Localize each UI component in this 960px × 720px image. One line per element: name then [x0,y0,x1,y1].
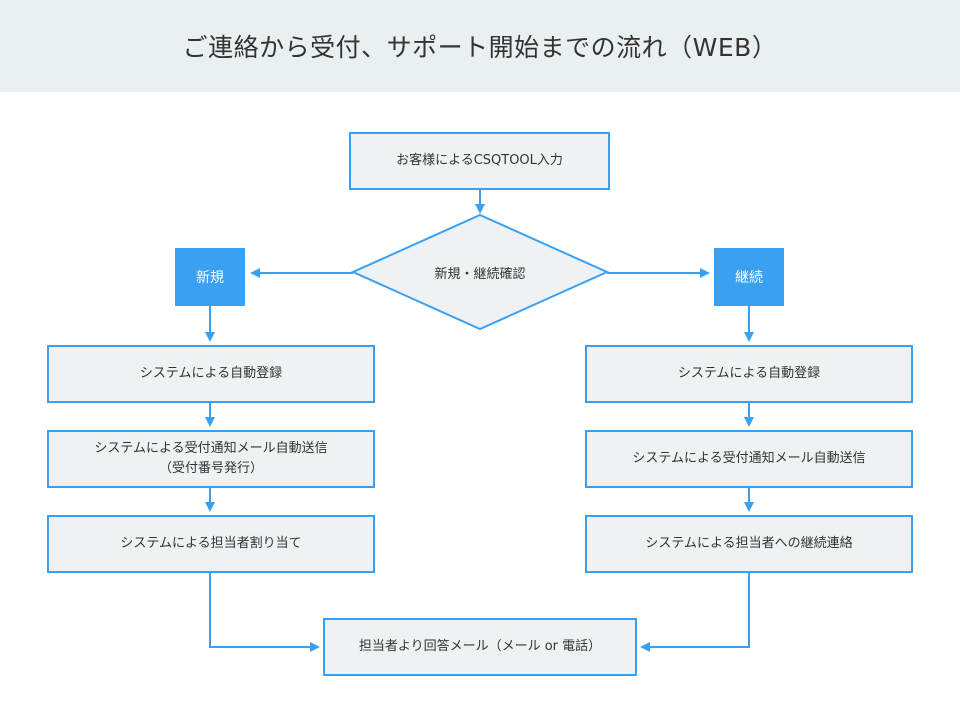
continue-register-box: システムによる自動登録 [585,345,913,403]
page-title: ご連絡から受付、サポート開始までの流れ（WEB） [182,33,778,62]
continue-mail-box: システムによる受付通知メール自動送信 [585,430,913,488]
new-mail-label-line1: システムによる受付通知メール自動送信 [94,441,328,456]
continue-mail-label: システムによる受付通知メール自動送信 [632,451,866,466]
end-step-label: 担当者より回答メール（メール or 電話） [358,639,602,654]
decision-label-wrap: 新規・継続確認 [380,260,580,284]
start-step-box: お客様によるCSQTOOL入力 [349,132,610,190]
header-bar: ご連絡から受付、サポート開始までの流れ（WEB） [0,0,960,92]
arrow-left-to-end [209,573,320,652]
branch-new-tag: 新規 [175,248,245,306]
new-mail-box: システムによる受付通知メール自動送信 （受付番号発行） [47,430,375,488]
new-assign-label: システムによる担当者割り当て [120,536,302,551]
new-assign-box: システムによる担当者割り当て [47,515,375,573]
start-step-label: お客様によるCSQTOOL入力 [396,153,563,168]
branch-new-label: 新規 [196,270,224,286]
decision-diamond [350,213,610,331]
continue-register-label: システムによる自動登録 [677,366,821,381]
branch-continue-label: 継続 [735,270,763,286]
new-register-box: システムによる自動登録 [47,345,375,403]
continue-contact-label: システムによる担当者への継続連絡 [645,536,853,551]
continue-contact-box: システムによる担当者への継続連絡 [585,515,913,573]
new-register-label: システムによる自動登録 [139,366,283,381]
end-step-box: 担当者より回答メール（メール or 電話） [323,618,637,676]
new-mail-label-line2: （受付番号発行） [158,461,263,476]
arrow-right-to-end [640,573,750,652]
new-mail-text: システムによる受付通知メール自動送信 （受付番号発行） [94,439,327,479]
branch-continue-tag: 継続 [714,248,784,306]
decision-label: 新規・継続確認 [434,266,526,282]
